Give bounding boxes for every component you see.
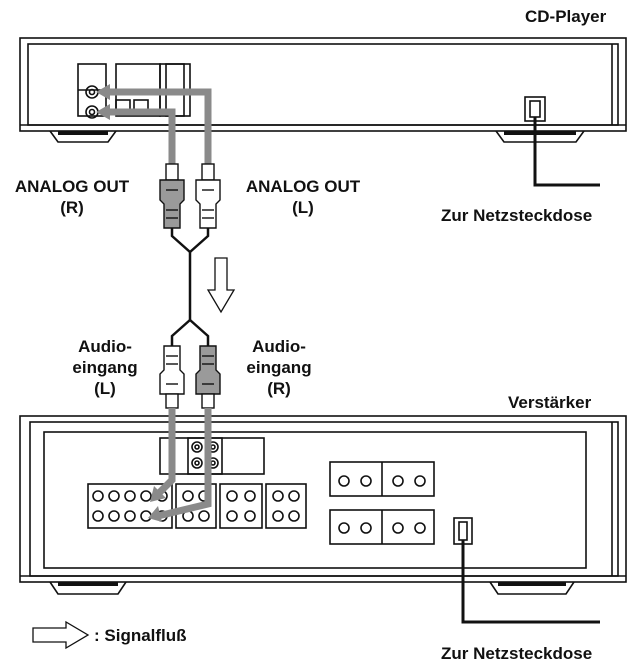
cd-player-foot-shading [58, 131, 576, 135]
lower-plug-left [159, 345, 185, 409]
signal-flow-arrow-icon [206, 257, 236, 314]
cd-output-signal-arrows [104, 88, 212, 168]
cd-analog-out-left-channel: (L) [292, 198, 314, 217]
amp-power-cable [461, 540, 600, 624]
amplifier-title: Verstärker [508, 393, 592, 412]
cd-analog-out-right-channel: (R) [60, 198, 84, 217]
legend-hollow-arrow-icon [32, 620, 90, 650]
cd-analog-out-right-label: ANALOG OUT (R) [2, 176, 142, 218]
cd-output-arrowheads [96, 84, 110, 120]
amp-input-signal-arrows [155, 408, 212, 520]
upper-plug-right [159, 163, 185, 229]
amp-power-label: Zur Netzsteckdose [441, 644, 593, 663]
lower-plug-right [195, 345, 221, 409]
amplifier-foot-shading [58, 582, 566, 586]
amp-audio-in-right-line2: eingang [246, 358, 312, 377]
cd-analog-out-left-label: ANALOG OUT (L) [228, 176, 378, 218]
cd-power-label: Zur Netzsteckdose [441, 206, 593, 225]
cd-power-cable [533, 117, 600, 187]
cd-analog-out-left-name: ANALOG OUT [245, 177, 361, 196]
amp-audio-in-right-label: Audio- eingang (R) [232, 336, 326, 399]
amplifier-unit [19, 415, 627, 595]
stereo-cable [170, 228, 210, 346]
amp-audio-in-left-line1: Audio- [78, 337, 132, 356]
amp-audio-in-left-label: Audio- eingang (L) [58, 336, 152, 399]
amp-audio-in-right-line1: Audio- [252, 337, 306, 356]
cd-analog-out-right-name: ANALOG OUT [14, 177, 130, 196]
amp-input-arrowheads [148, 486, 166, 522]
amp-audio-in-left-channel: (L) [94, 379, 116, 398]
amp-audio-in-right-channel: (R) [267, 379, 291, 398]
legend-text: : Signalfluß [94, 626, 187, 645]
cd-player-title: CD-Player [525, 7, 607, 26]
amp-audio-in-left-line2: eingang [72, 358, 138, 377]
upper-plug-left [195, 163, 221, 229]
